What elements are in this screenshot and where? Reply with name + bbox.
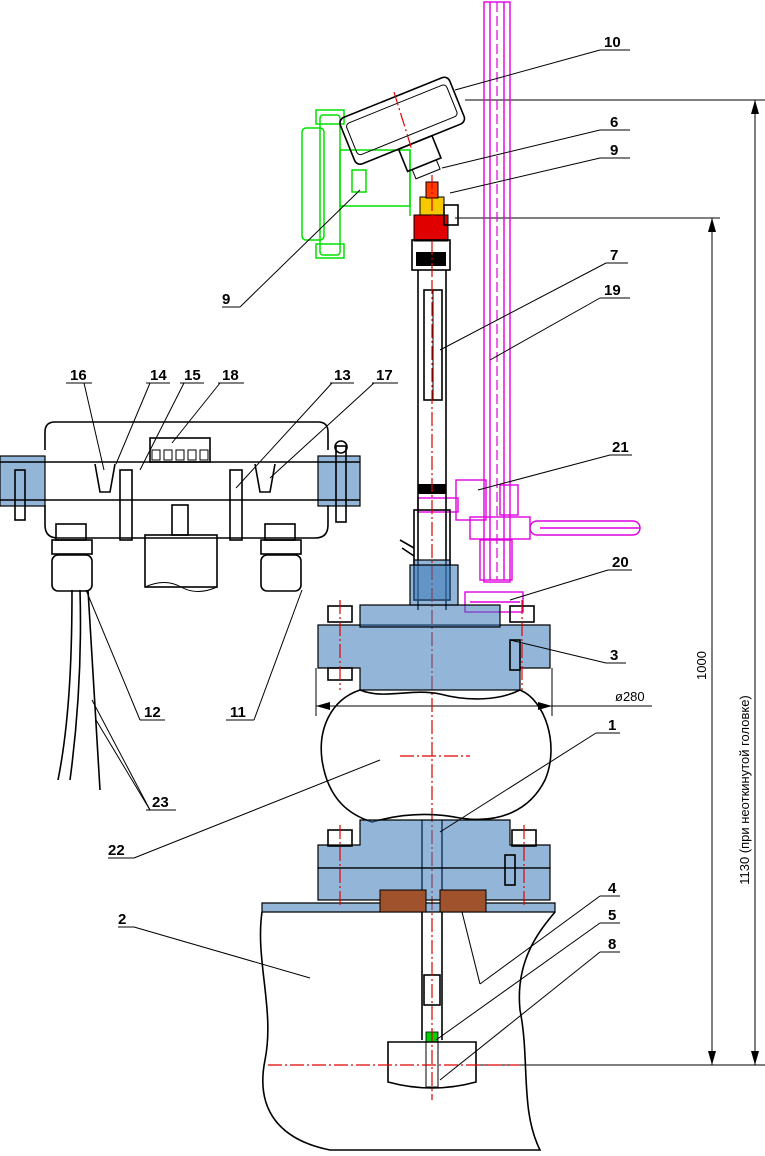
callout-15: 15 (184, 367, 201, 384)
callout-7: 7 (610, 247, 618, 264)
callout-3: 3 (610, 647, 618, 664)
callout-12: 12 (144, 704, 161, 721)
total-length-dimension: 1130 (при неоткинутой головке) (737, 695, 752, 885)
callout-22: 22 (108, 842, 125, 859)
magnetic-indicator-tube (417, 1, 641, 613)
callout-20: 20 (612, 554, 629, 571)
callout-14: 14 (150, 367, 167, 384)
callout-9-right: 9 (610, 142, 618, 159)
callout-8: 8 (608, 936, 616, 953)
diameter-dimension: ø280 (615, 689, 645, 704)
junction-box-detail (0, 421, 361, 791)
callout-18: 18 (222, 367, 239, 384)
display-unit (301, 109, 411, 259)
tank-wall (259, 911, 556, 1151)
float (268, 1041, 520, 1089)
upper-flange (317, 564, 551, 691)
callout-6: 6 (610, 114, 618, 131)
callout-1: 1 (608, 717, 616, 734)
electronics-head (339, 76, 466, 180)
dimension-lines (315, 99, 765, 1066)
leader-lines (66, 49, 632, 1081)
vessel-break (320, 689, 552, 823)
callout-23: 23 (152, 794, 169, 811)
callout-4: 4 (608, 880, 617, 897)
callout-16: 16 (70, 367, 87, 384)
callout-11: 11 (230, 704, 246, 721)
callout-13: 13 (334, 367, 351, 384)
callout-17: 17 (376, 367, 393, 384)
callout-21: 21 (612, 439, 629, 456)
callout-5: 5 (608, 907, 616, 924)
callout-9-left: 9 (222, 291, 230, 308)
probe-connector (411, 175, 459, 280)
callout-2: 2 (118, 911, 126, 928)
probe-length-dimension: 1000 (694, 651, 709, 680)
callout-19: 19 (604, 282, 621, 299)
callout-10: 10 (604, 34, 621, 51)
lower-flange (261, 819, 556, 913)
